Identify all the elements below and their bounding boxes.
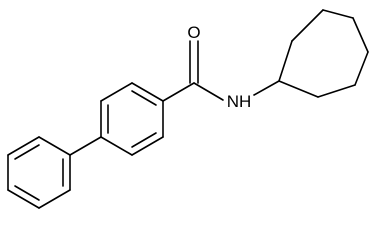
bond (131, 136, 164, 156)
structure-canvas: O NH (7, 9, 369, 209)
bond (100, 82, 133, 102)
bond (278, 80, 319, 98)
cycloheptyl-ring (278, 9, 369, 98)
aryl-carbonyl-bond (162, 82, 195, 102)
double-bond-inner (131, 132, 157, 148)
bond (354, 51, 369, 86)
biphenyl-bond (69, 136, 102, 156)
bond (322, 9, 354, 19)
bond (7, 136, 40, 156)
bond (100, 136, 133, 156)
bond (38, 189, 71, 209)
phenyl-ring (7, 136, 71, 209)
n-cycloheptyl-bond (253, 80, 280, 96)
phenylene-ring (100, 82, 164, 156)
bond (317, 84, 356, 98)
bond (352, 17, 369, 53)
bond (291, 9, 324, 42)
amide-bond (193, 82, 224, 101)
bond (278, 40, 293, 82)
double-bond-inner (14, 185, 40, 201)
bond (38, 136, 71, 156)
nitrogen-label: NH (227, 92, 252, 111)
oxygen-label: O (187, 23, 200, 42)
double-bond-inner (131, 90, 157, 106)
double-bond-inner (14, 144, 40, 160)
bond (131, 82, 164, 102)
bond (7, 189, 40, 209)
molecule-structure: O NH (7, 9, 369, 209)
